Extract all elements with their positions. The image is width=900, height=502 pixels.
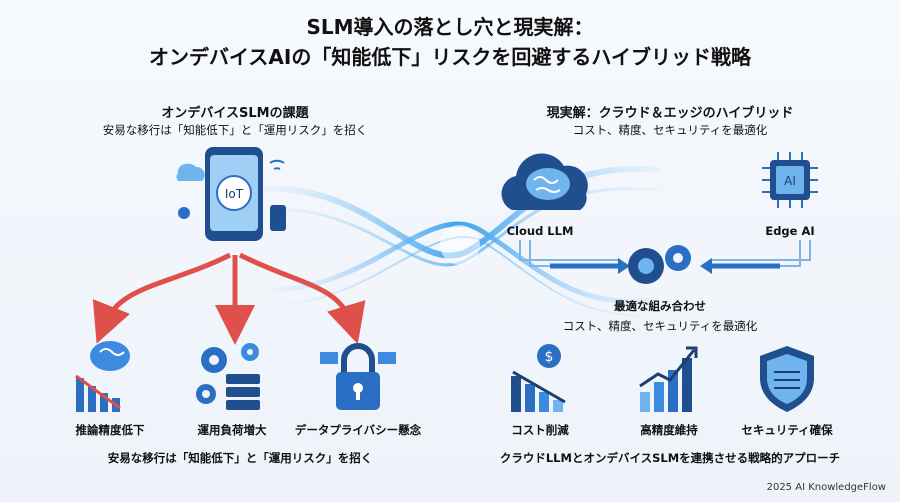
edge-ai-chip-icon: AI (762, 152, 818, 208)
credit-text: 2025 AI KnowledgeFlow (766, 482, 886, 493)
combo-title: 最適な組み合わせ (614, 299, 706, 313)
right-heading: 現実解：クラウド＆エッジのハイブリッド (546, 106, 794, 121)
left-item-label-2: 運用負荷増大 (197, 423, 267, 437)
edge-ai-label: Edge AI (765, 224, 815, 238)
right-item-label-2: 高精度維持 (640, 423, 698, 437)
iot-text: IoT (225, 187, 244, 201)
cloud-llm-label: Cloud LLM (506, 224, 574, 238)
left-subheading: 安易な移行は「知能低下」と「運用リスク」を招く (102, 123, 368, 137)
circuit-arrows-graphic (519, 240, 811, 274)
svg-text:$: $ (545, 349, 554, 365)
cost-down-chart-icon: $ (511, 344, 566, 412)
brain-decline-chart-icon (75, 341, 130, 412)
shield-icon (760, 346, 814, 412)
left-footer: 安易な移行は「知能低下」と「運用リスク」を招く (107, 451, 373, 465)
left-item-label-3: データプライバシー懸念 (294, 423, 422, 437)
iot-phone-icon: IoT (176, 147, 286, 241)
growth-chart-icon (639, 346, 698, 412)
red-arrows-graphic (92, 252, 366, 345)
combo-subtitle: コスト、精度、セキュリティを最適化 (562, 319, 758, 333)
left-heading: オンデバイスSLMの課題 (161, 106, 309, 121)
combined-gears-icon (628, 245, 691, 284)
right-subheading: コスト、精度、セキュリティを最適化 (572, 123, 768, 137)
left-item-label-1: 推論精度低下 (75, 423, 145, 437)
page-title-line2: オンデバイスAIの「知能低下」リスクを回避するハイブリッド戦略 (149, 45, 751, 69)
padlock-icon (320, 343, 396, 410)
right-item-label-1: コスト削減 (511, 423, 569, 437)
right-item-label-3: セキュリティ確保 (741, 423, 833, 437)
chip-text: AI (784, 174, 796, 188)
right-footer: クラウドLLMとオンデバイスSLMを連携させる戦略的アプローチ (499, 451, 841, 465)
page-title-line1: SLM導入の落とし穴と現実解： (306, 15, 594, 39)
gears-server-icon (196, 343, 260, 410)
cloud-llm-icon (501, 153, 588, 210)
